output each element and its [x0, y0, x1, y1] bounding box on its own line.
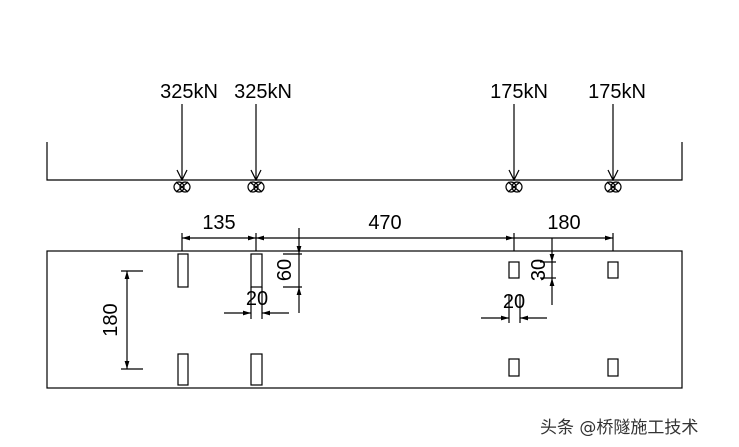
dim-20-rear: 20 [503, 291, 525, 313]
dim-180-axle: 180 [547, 212, 580, 234]
dim-180-track: 180 [100, 303, 122, 336]
load-label: 325kN [234, 81, 292, 103]
dimension-lines [121, 228, 614, 370]
dim-135: 135 [202, 212, 235, 234]
load-label: 325kN [160, 81, 218, 103]
beam-elevation [46, 142, 683, 181]
wheel-footprints [177, 253, 619, 386]
deck-plan [46, 250, 683, 389]
load-arrows [176, 104, 619, 182]
load-label: 175kN [490, 81, 548, 103]
dim-20-front: 20 [246, 288, 268, 310]
watermark: 头条 @桥隧施工技术 [540, 418, 699, 438]
dim-30: 30 [528, 259, 550, 281]
dim-470: 470 [368, 212, 401, 234]
wheel-symbols [173, 181, 622, 193]
dim-60: 60 [274, 259, 296, 281]
load-label: 175kN [588, 81, 646, 103]
